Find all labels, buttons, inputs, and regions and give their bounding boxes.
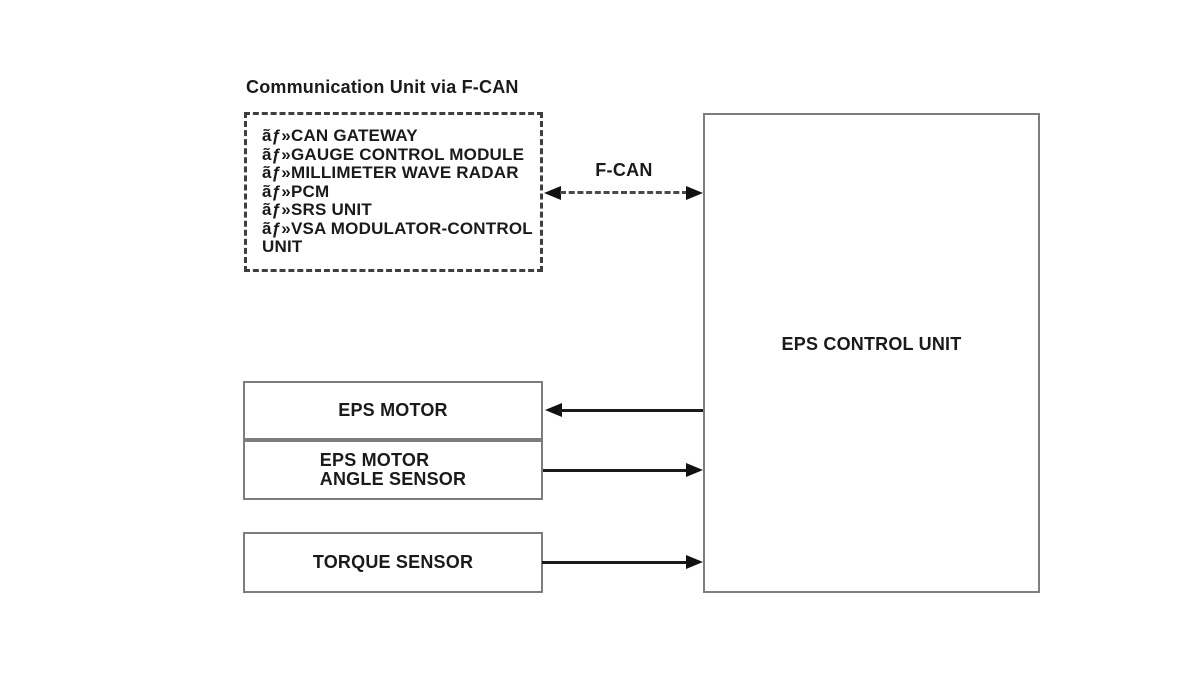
torque-sensor-label: TORQUE SENSOR <box>312 552 474 572</box>
eps-motor-angle-sensor-box: EPS MOTOR ANGLE SENSOR <box>243 440 543 500</box>
angle-sensor-arrowhead-icon <box>686 463 703 477</box>
fcan-dashed-line <box>560 191 688 194</box>
comm-unit-item-can-gateway: ãƒ»CAN GATEWAY <box>262 126 418 145</box>
torque-sensor-arrow-line <box>542 561 688 564</box>
eps-control-unit-label: EPS CONTROL UNIT <box>781 333 962 354</box>
fcan-arrowhead-left-icon <box>544 186 561 200</box>
fcan-bus-label: F-CAN <box>595 160 653 180</box>
eps-motor-arrow-line <box>559 409 703 412</box>
comm-unit-item-gauge-control: ãƒ»GAUGE CONTROL MODULE <box>262 144 525 164</box>
comm-unit-item-millimeter-radar: ãƒ»MILLIMETER WAVE RADAR <box>262 163 519 182</box>
eps-motor-angle-sensor-label: EPS MOTOR ANGLE SENSOR <box>319 450 467 489</box>
comm-unit-title: Communication Unit via F-CAN <box>246 77 519 97</box>
fcan-arrowhead-right-icon <box>686 186 703 200</box>
comm-unit-box: ãƒ»CAN GATEWAY ãƒ»GAUGE CONTROL MODULE ã… <box>244 112 543 272</box>
comm-unit-item-srs-unit: ãƒ»SRS UNIT <box>262 200 372 219</box>
angle-sensor-arrow-line <box>543 469 688 472</box>
eps-motor-label: EPS MOTOR <box>338 400 448 420</box>
comm-unit-item-pcm: ãƒ»PCM <box>262 181 330 201</box>
comm-unit-item-vsa-modulator: ãƒ»VSA MODULATOR-CONTROL UNIT <box>262 218 533 256</box>
torque-sensor-box: TORQUE SENSOR <box>243 532 543 593</box>
eps-control-unit-box: EPS CONTROL UNIT <box>703 113 1040 593</box>
eps-motor-box: EPS MOTOR <box>243 381 543 440</box>
torque-sensor-arrowhead-icon <box>686 555 703 569</box>
eps-motor-arrowhead-icon <box>545 403 562 417</box>
